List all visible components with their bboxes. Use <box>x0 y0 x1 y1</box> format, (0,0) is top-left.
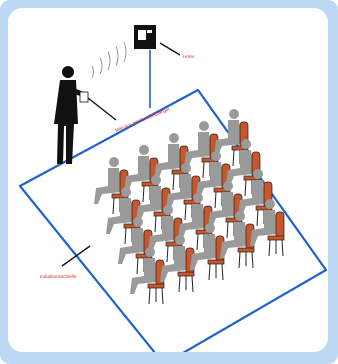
chair-legs <box>239 252 253 268</box>
person-head <box>121 187 131 197</box>
person-head <box>133 217 143 227</box>
person-head <box>193 193 203 203</box>
speaker-silhouette <box>54 66 88 164</box>
chair-legs <box>209 264 223 280</box>
chair-seat <box>208 260 224 264</box>
person-body <box>130 258 158 294</box>
receiver-box <box>134 25 156 49</box>
microphone-label-line <box>88 98 116 120</box>
receiver-label: Hörer <box>183 54 195 59</box>
audience-seat <box>250 199 284 256</box>
person-head <box>199 121 209 131</box>
audience-seat <box>130 247 164 304</box>
person-head <box>205 223 215 233</box>
audience <box>94 109 284 304</box>
person-head <box>151 175 161 185</box>
person-head <box>253 169 263 179</box>
person-head <box>223 181 233 191</box>
person-body <box>118 228 146 264</box>
person-head <box>229 109 239 119</box>
induction-loop-label: Induktionsschleife <box>40 274 77 279</box>
chair-back <box>276 212 284 238</box>
audience-seat <box>190 223 224 280</box>
chair-seat <box>268 236 284 240</box>
person-head <box>175 235 185 245</box>
person-head <box>211 151 221 161</box>
audience-seat <box>160 235 194 292</box>
audience-seat <box>220 211 254 268</box>
person-body <box>106 198 134 234</box>
chair-legs <box>149 288 163 304</box>
chair-seat <box>148 284 164 288</box>
hearing-loop-diagram: Hörer Mikrofon mit Funkempfänger Indukti… <box>8 8 328 352</box>
chair-legs <box>179 276 193 292</box>
person-head <box>235 211 245 221</box>
induction-loop-label-line <box>62 246 90 266</box>
microphone-label: Mikrofon mit Funkempfänger <box>115 106 172 133</box>
person-head <box>109 157 119 167</box>
person-head <box>265 199 275 209</box>
chair-seat <box>238 248 254 252</box>
chair-seat <box>178 272 194 276</box>
person-head <box>169 133 179 143</box>
person-head <box>139 145 149 155</box>
chair-legs <box>269 240 283 256</box>
person-head <box>145 247 155 257</box>
person-head <box>241 139 251 149</box>
person-body <box>94 168 122 204</box>
receiver-label-line <box>160 43 180 55</box>
person-head <box>181 163 191 173</box>
person-head <box>163 205 173 215</box>
sound-waves <box>92 42 126 78</box>
diagram-panel: Hörer Mikrofon mit Funkempfänger Indukti… <box>8 8 328 352</box>
